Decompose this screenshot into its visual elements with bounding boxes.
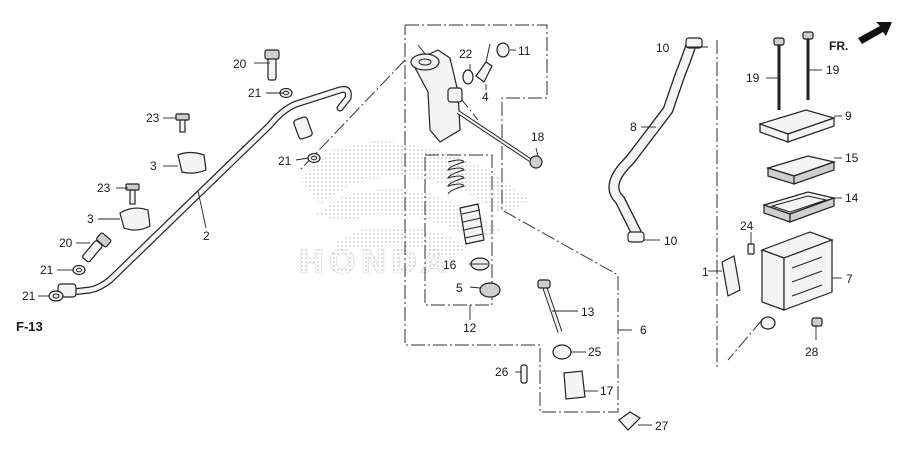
callout-8: 8 [630,120,637,134]
reference-page-label: F-13 [16,319,43,334]
hose-clamps [119,113,207,231]
front-direction-indicator: FR. [829,22,892,53]
upper-hose-clamp [177,151,207,174]
upper-clamp-screw-head [175,113,190,121]
bracket-bolt-24 [747,243,755,255]
callout-3-lower: 3 [87,212,94,226]
callout-20-lower: 20 [59,236,73,250]
callout-6: 6 [640,323,647,337]
washer-21-c [72,264,86,276]
hose-joint [475,61,493,83]
callout-13: 13 [581,305,595,319]
hose-upper-bolt-head [264,49,280,60]
piston-spring [447,159,465,195]
lower-hose-clamp [119,207,151,231]
callout-23-upper: 23 [146,111,160,125]
callout-27: 27 [655,419,669,433]
clevis-joint-17 [563,370,586,400]
callout-12: 12 [463,321,477,335]
callout-1: 1 [702,265,709,279]
piston [459,203,485,245]
hose-clip-lower [627,231,645,243]
reservoir-outlet [760,316,776,330]
lower-clamp-screw-head [125,183,140,191]
callout-24: 24 [740,219,754,233]
callout-26: 26 [495,365,509,379]
callout-20-upper: 20 [233,57,247,71]
callout-16: 16 [443,258,457,272]
callout-9: 9 [845,109,852,123]
locknut-25 [552,344,572,360]
circlip-5 [479,282,501,298]
piston-kit-boundary [424,154,493,306]
callout-labels: 1 2 3 3 4 5 6 7 8 9 10 10 11 12 13 14 15… [22,41,859,433]
callout-17: 17 [600,384,614,398]
honda-wing-watermark: HONDA [298,140,530,281]
reservoir-bracket-1 [721,255,741,297]
brake-hose [57,49,352,298]
callout-18: 18 [531,130,545,144]
lower-clamp-screw [129,189,136,205]
callout-10-upper: 10 [656,41,670,55]
pushrod-bolt [529,155,543,169]
callout-7: 7 [846,272,853,286]
oring-22 [462,69,474,85]
callout-2: 2 [203,229,210,243]
reservoir-assembly [721,31,837,330]
cotter-pin-27 [618,411,641,431]
callout-14: 14 [845,191,859,205]
callout-21-a: 21 [248,86,262,100]
sealing-washers [48,87,321,302]
callout-28: 28 [805,345,819,359]
honda-watermark-text: HONDA [298,243,450,281]
callout-4: 4 [482,90,489,104]
callout-21-c: 21 [40,263,54,277]
projection-line-c [727,319,763,361]
pushrod-top [537,279,551,289]
circlip-11 [496,42,510,58]
callout-19-right: 19 [826,63,840,77]
callout-5: 5 [456,281,463,295]
piston-kit [447,159,501,298]
callout-15: 15 [845,151,859,165]
callout-21-d: 21 [22,289,36,303]
hose-upper-fitting [293,116,313,140]
leader-lines [38,46,842,426]
callout-21-b: 21 [278,154,292,168]
callout-22: 22 [459,47,473,61]
front-direction-text: FR. [829,39,848,53]
cap-screw-19a [773,37,785,46]
callout-11: 11 [518,44,531,58]
hose-lower-bolt-head [96,232,112,248]
joint-pin-26 [520,364,528,384]
projection-line-a [299,59,406,171]
callout-10-lower: 10 [664,234,678,248]
master-cylinder-body [410,42,543,169]
callout-25: 25 [588,345,602,359]
reservoir-hose [608,37,703,243]
assembly-boundaries [299,24,763,413]
washer-21-b [307,152,321,164]
hose-clip-upper [685,37,703,49]
cap-screw-19b [802,31,814,40]
pushrod-assembly [520,279,641,431]
callout-3-upper: 3 [150,159,157,173]
callout-23-lower: 23 [97,181,111,195]
master-cylinder-boundary [404,24,619,413]
washer-21-d [48,290,64,302]
hose-upper-bolt [267,57,277,81]
bracket-bolt-28 [811,317,823,327]
front-arrow-icon [858,22,892,44]
callout-19-left: 19 [746,71,760,85]
